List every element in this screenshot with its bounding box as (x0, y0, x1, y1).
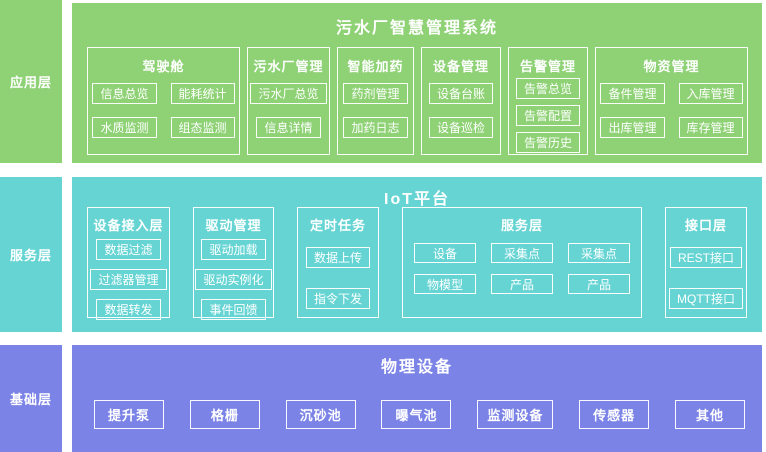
iot-platform-panel: IoT平台 设备接入层 数据过滤 过滤器管理 数据转发 驱动管理 驱动加载 驱动… (72, 177, 762, 332)
layer-label-service: 服务层 (0, 177, 62, 332)
module-item: 出库管理 (600, 117, 665, 138)
module-item: 库存管理 (678, 117, 743, 138)
module-item: 物模型 (414, 274, 476, 294)
application-panel-title: 污水厂智慧管理系统 (335, 20, 498, 37)
module-item: 产品 (491, 274, 553, 294)
group-cockpit: 驾驶舱 信息总览 能耗统计 水质监测 组态监测 (87, 47, 240, 155)
module-item: 数据转发 (96, 299, 161, 320)
group-service-layer: 服务层 设备 采集点 采集点 物模型 产品 产品 (402, 207, 642, 318)
module-item: MQTT接口 (669, 288, 743, 309)
module-item: 水质监测 (92, 117, 157, 138)
group-title: 设备接入层 (93, 218, 164, 233)
physical-device-panel: 物理设备 提升泵 格栅 沉砂池 曝气池 监测设备 传感器 其他 (72, 345, 762, 452)
module-item: 驱动实例化 (195, 269, 272, 290)
module-item: 产品 (568, 274, 630, 294)
module-item: 入库管理 (678, 83, 743, 104)
application-groups: 驾驶舱 信息总览 能耗统计 水质监测 组态监测 污水厂管理 污水厂总览 信息详情… (87, 47, 748, 155)
module-item: 设备台账 (428, 83, 493, 104)
group-interface-layer: 接口层 REST接口 MQTT接口 (665, 207, 747, 318)
module-item: 设备巡检 (428, 117, 493, 138)
group-title: 物资管理 (643, 59, 700, 74)
module-item: REST接口 (669, 247, 742, 268)
iot-groups: 设备接入层 数据过滤 过滤器管理 数据转发 驱动管理 驱动加载 驱动实例化 事件… (87, 207, 747, 320)
module-item: 采集点 (568, 243, 630, 263)
group-title: 驾驶舱 (142, 59, 185, 74)
group-equipment-management: 设备管理 设备台账 设备巡检 (421, 47, 501, 155)
module-item: 设备 (414, 243, 476, 263)
module-item: 信息总览 (92, 83, 157, 104)
device-box: 提升泵 (94, 400, 164, 429)
application-layer-panel: 污水厂智慧管理系统 驾驶舱 信息总览 能耗统计 水质监测 组态监测 污水厂管理 … (72, 3, 762, 163)
module-item: 采集点 (491, 243, 553, 263)
module-item: 加药日志 (343, 117, 408, 138)
module-item: 过滤器管理 (90, 269, 167, 290)
group-title: 智能加药 (347, 59, 404, 74)
group-scheduled-tasks: 定时任务 数据上传 指令下发 (297, 207, 379, 318)
module-item: 告警总览 (515, 78, 580, 99)
module-item: 告警配置 (515, 105, 580, 126)
device-box: 格栅 (189, 400, 260, 429)
group-alarm-management: 告警管理 告警总览 告警配置 告警历史 (508, 47, 588, 155)
module-item: 驱动加载 (201, 239, 266, 260)
module-item: 药剂管理 (343, 83, 408, 104)
layer-label-application: 应用层 (0, 0, 62, 163)
device-box: 监测设备 (477, 400, 554, 429)
module-item: 信息详情 (256, 117, 321, 138)
group-title: 告警管理 (519, 59, 576, 74)
module-item: 数据上传 (305, 247, 370, 268)
module-item: 备件管理 (600, 83, 665, 104)
group-title: 定时任务 (309, 218, 366, 233)
layer-label-base: 基础层 (0, 345, 62, 452)
physical-panel-title: 物理设备 (380, 359, 453, 376)
device-box: 沉砂池 (285, 400, 356, 429)
group-title: 污水厂管理 (253, 59, 324, 74)
group-plant-management: 污水厂管理 污水厂总览 信息详情 (247, 47, 330, 155)
group-title: 驱动管理 (205, 218, 262, 233)
device-box: 曝气池 (381, 400, 452, 429)
module-item: 告警历史 (515, 132, 580, 153)
group-title: 服务层 (500, 218, 543, 233)
module-item: 数据过滤 (96, 239, 161, 260)
group-device-access: 设备接入层 数据过滤 过滤器管理 数据转发 (87, 207, 170, 320)
group-title: 设备管理 (432, 59, 489, 74)
device-box: 其他 (674, 400, 745, 429)
group-driver-management: 驱动管理 驱动加载 驱动实例化 事件回馈 (193, 207, 274, 320)
module-item: 能耗统计 (170, 83, 235, 104)
device-row: 提升泵 格栅 沉砂池 曝气池 监测设备 传感器 其他 (94, 400, 745, 429)
module-item: 指令下发 (305, 288, 370, 309)
module-item: 污水厂总览 (250, 83, 327, 104)
group-smart-dosing: 智能加药 药剂管理 加药日志 (337, 47, 414, 155)
iot-panel-title: IoT平台 (384, 191, 450, 208)
module-item: 事件回馈 (201, 299, 266, 320)
module-item: 组态监测 (170, 117, 235, 138)
group-title: 接口层 (684, 218, 727, 233)
device-box: 传感器 (579, 400, 650, 429)
group-material-management: 物资管理 备件管理 入库管理 出库管理 库存管理 (595, 47, 748, 155)
